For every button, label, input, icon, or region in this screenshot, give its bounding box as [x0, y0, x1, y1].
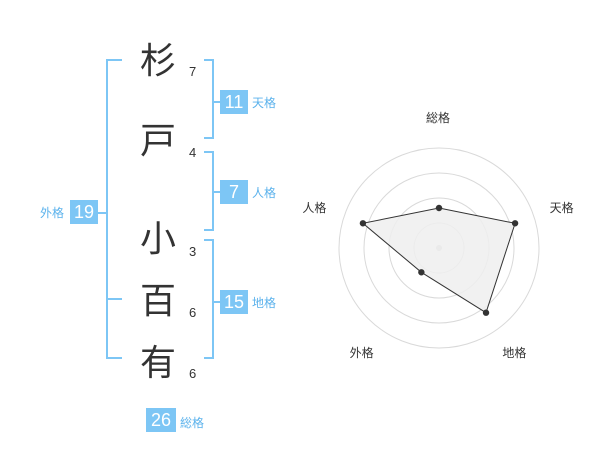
radar-point-2	[511, 220, 519, 227]
kanji-char-3: 小	[139, 219, 176, 260]
tenkaku-bracket-bottom	[204, 137, 214, 139]
kanji-char-4: 百	[139, 281, 176, 322]
stroke-count-2: 4	[189, 145, 197, 160]
stroke-count-4: 6	[189, 305, 197, 320]
chikaku-bracket-vertical	[212, 239, 214, 359]
radar-axis-label: 天格	[549, 200, 574, 215]
chikaku-value-badge: 15	[220, 290, 248, 314]
kanji-char-1: 杉	[139, 41, 176, 82]
gaikaku-connector	[97, 212, 106, 214]
jinkaku-bracket-top	[204, 151, 214, 153]
gaikaku-bracket-bottom	[106, 357, 122, 359]
tenkaku-bracket-top	[204, 59, 214, 61]
gaikaku-label: 外格	[40, 206, 65, 220]
jinkaku-label: 人格	[252, 186, 277, 200]
jinkaku-connector	[212, 191, 221, 193]
stroke-count-5: 6	[189, 366, 197, 381]
stroke-count-3: 3	[189, 244, 197, 259]
gaikaku-bracket-top	[106, 59, 122, 61]
radar-point-4	[418, 269, 425, 276]
kanji-char-2: 戸	[139, 121, 176, 162]
jinkaku-bracket-bottom	[204, 229, 214, 231]
gaikaku-bracket-vertical	[106, 59, 108, 359]
tenkaku-bracket-vertical	[212, 59, 214, 139]
radar-axis-label: 総格	[426, 111, 451, 125]
radar-axis-label: 外格	[349, 346, 374, 361]
radar-ring	[363, 172, 515, 324]
radar-axis-label: 地格	[502, 346, 527, 361]
soukaku-value-badge: 26	[146, 408, 176, 432]
gaikaku-value-badge: 19	[70, 200, 98, 224]
radar-point-3	[482, 309, 490, 316]
stroke-count-1: 7	[189, 64, 197, 79]
radar-point-5	[359, 220, 367, 227]
radar-polygon	[361, 207, 516, 314]
soukaku-label: 総格	[180, 416, 205, 430]
kanji-char-5: 有	[139, 343, 176, 384]
radar-ring	[338, 147, 540, 349]
chikaku-bracket-top	[204, 239, 214, 241]
tenkaku-label: 天格	[252, 96, 277, 110]
chikaku-label: 地格	[252, 296, 277, 310]
gaikaku-bracket-mid	[106, 298, 122, 300]
radar-series	[359, 204, 519, 316]
jinkaku-value-badge: 7	[220, 180, 248, 204]
chikaku-connector	[212, 301, 221, 303]
tenkaku-connector	[212, 101, 221, 103]
chikaku-bracket-bottom	[204, 357, 214, 359]
radar-point-1	[435, 204, 443, 212]
tenkaku-value-badge: 11	[220, 90, 248, 114]
radar-axis-label: 人格	[302, 200, 327, 215]
